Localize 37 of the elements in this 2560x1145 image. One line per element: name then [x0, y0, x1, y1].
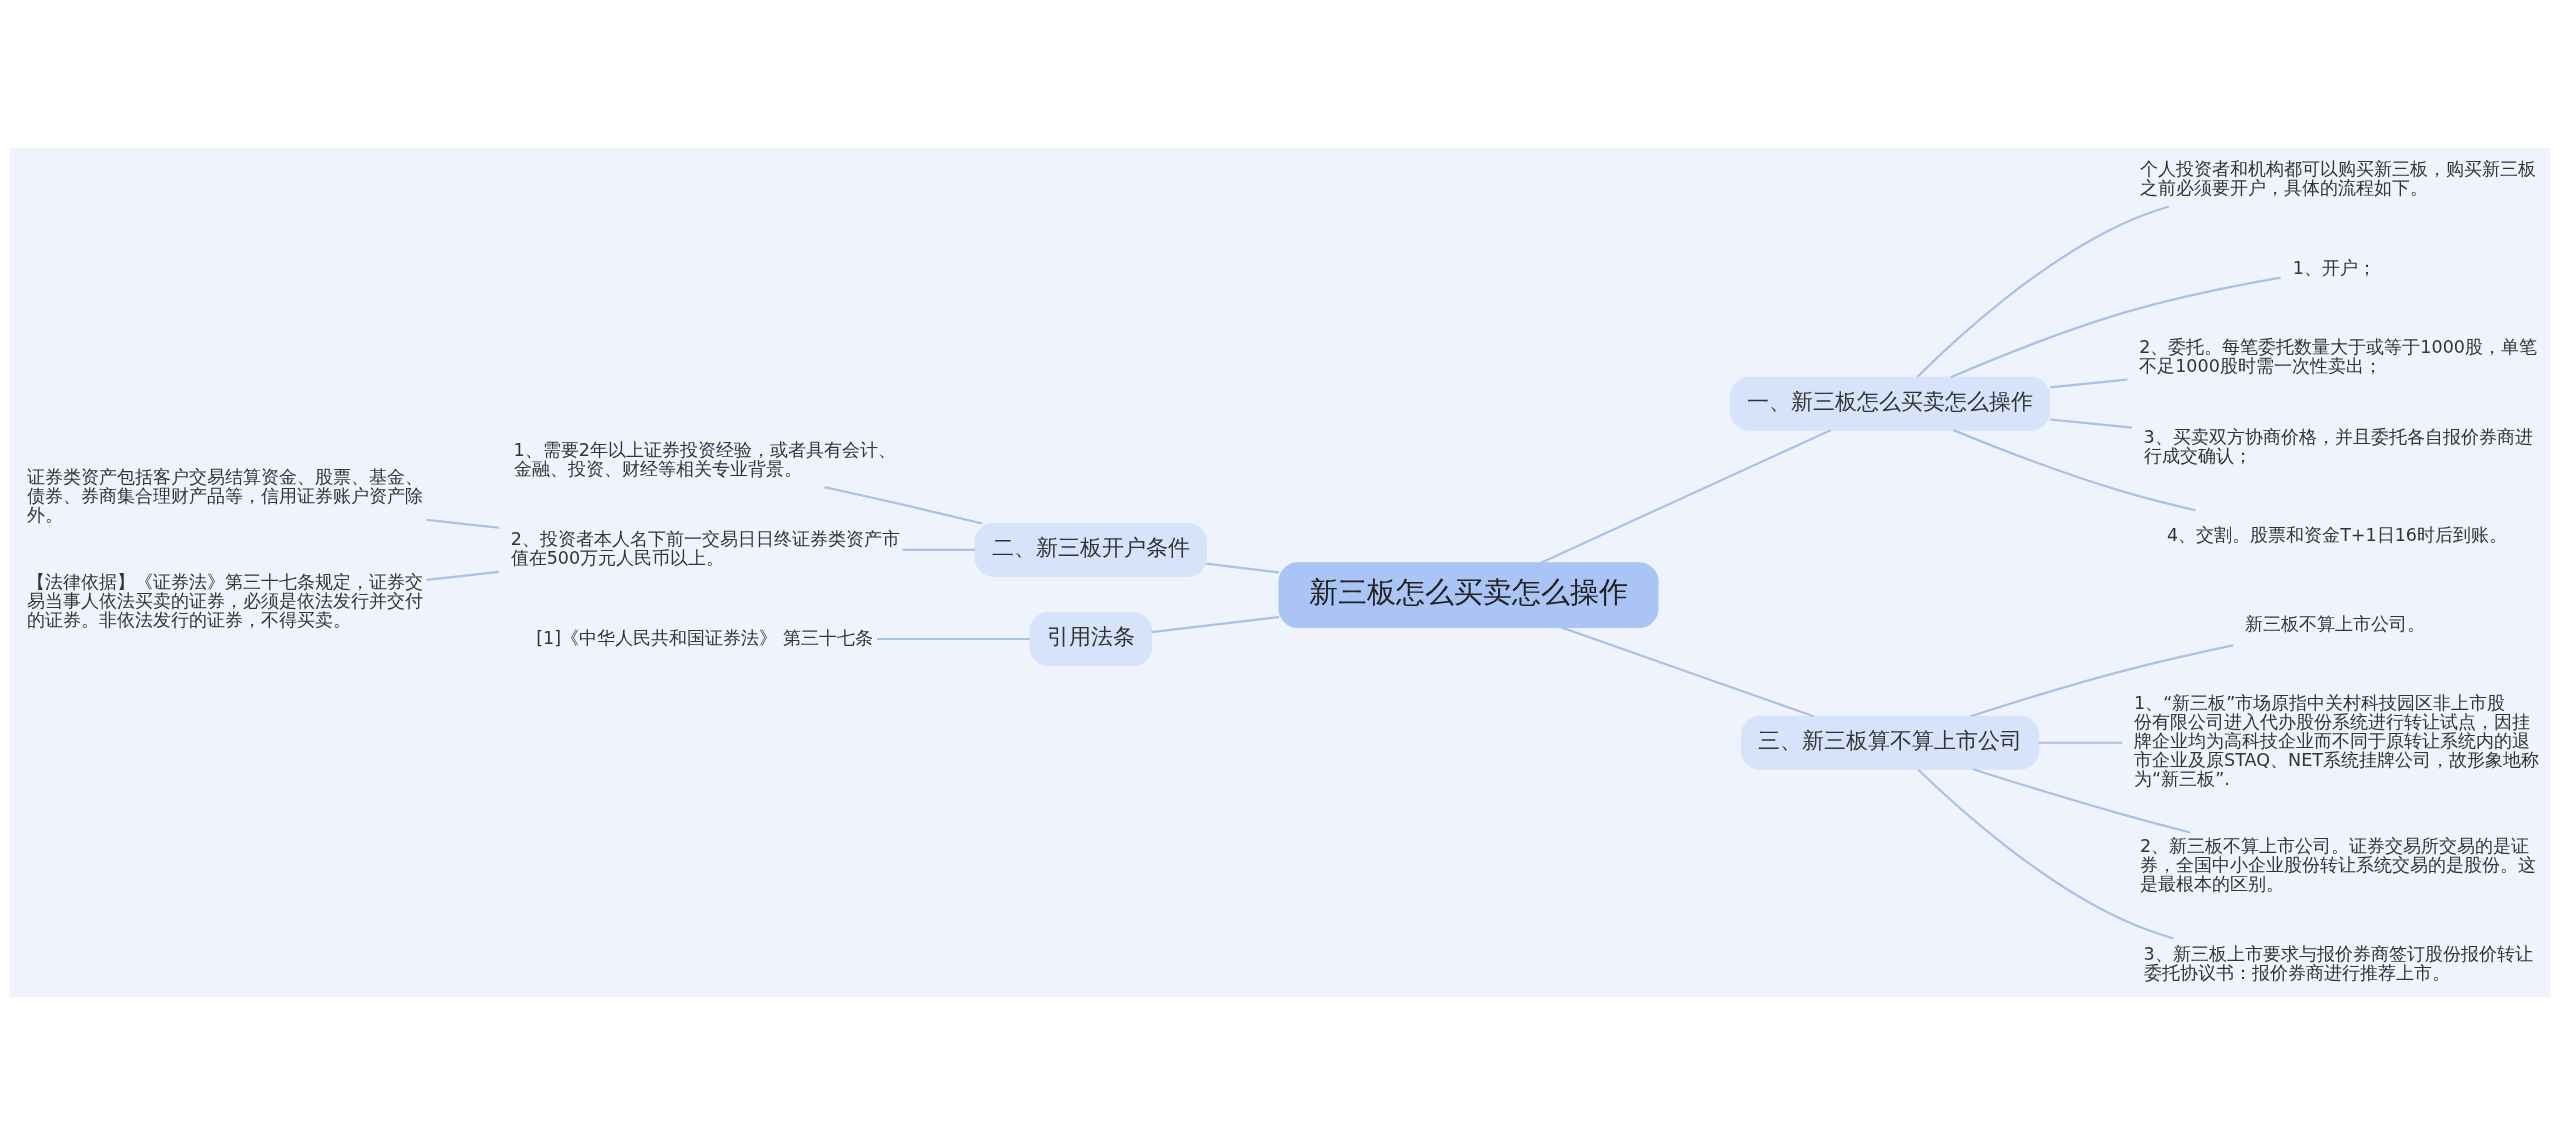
connector: [1151, 616, 1280, 634]
node-box: 新三板怎么买卖怎么操作: [1278, 562, 1659, 629]
node-text: 2、投资者本人名下前一交易日日终证券类资产市值在500万元人民币以上。: [510, 528, 900, 568]
connector: [1972, 768, 2191, 834]
node-text: 4、交割。股票和资金T+1日16时后到账。: [2166, 525, 2507, 546]
connector: [426, 570, 500, 581]
connector: [902, 548, 976, 551]
connector: [1206, 562, 1280, 574]
connector: [1970, 644, 2234, 718]
connector: [1540, 429, 1832, 564]
node-text: 3、新三板上市要求与报价券商签订股份报价转让委托协议书：报价券商进行推荐上市。: [2143, 943, 2533, 983]
node-text: 1、需要2年以上证券投资经验，或者具有会计、金融、投资、财经等相关专业背景。: [513, 439, 896, 479]
connector: [1916, 205, 2170, 378]
connector: [1560, 626, 1814, 718]
node-text: 2、委托。每笔委托数量大于或等于1000股，单笔不足1000股时需一次性卖出；: [2139, 337, 2537, 377]
node-text: 2、新三板不算上市公司。证券交易所交易的是证券，全国中小企业股份转让系统交易的是股份。这是最根本的区别。: [2139, 836, 2536, 895]
connector: [1952, 429, 2196, 512]
connector: [426, 518, 500, 529]
connector: [824, 486, 983, 525]
node-text: 【法律依据】《证券法》第三十七条规定，证券交易当事人依法买卖的证券，必须是依法发行并交付的证券。非依法发行的证券，不得买卖。: [26, 571, 423, 630]
connector: [1950, 276, 2281, 379]
node-box: 一、新三板怎么买卖怎么操作: [1730, 376, 2051, 431]
connector: [877, 637, 1030, 641]
node-text: 3、买卖双方协商价格，并且委托各自报价券商进行成交确认；: [2143, 426, 2533, 466]
node-box: 二、新三板开户条件: [974, 522, 1207, 577]
connector: [2038, 741, 2123, 744]
node-text: 证券类资产包括客户交易结算资金、股票、基金、债券、券商集合理财产品等，信用证券账户资产除外。: [26, 466, 423, 525]
node-text: 1、开户；: [2292, 257, 2376, 278]
node-text: 新三板不算上市公司。: [2245, 614, 2426, 635]
connector: [1917, 768, 2174, 940]
node-box: 引用法条: [1029, 611, 1153, 666]
node-text: 1、“新三板”市场原指中关村科技园区非上市股份有限公司进入代办股份系统进行转让试点，因挂牌企业均为高科技企业而不同于原转让系统内的退市企业及原STAQ、NET系统挂牌公司，故形象地称为“新三板”.: [2134, 693, 2539, 790]
node-text: 个人投资者和机构都可以购买新三板，购买新三板之前必须要开户，具体的流程如下。: [2139, 159, 2536, 199]
node-text: [1]《中华人民共和国证券法》 第三十七条: [536, 627, 873, 648]
node-box: 三、新三板算不算上市公司: [1741, 715, 2040, 770]
connector: [2049, 418, 2132, 429]
connector: [2049, 378, 2128, 389]
